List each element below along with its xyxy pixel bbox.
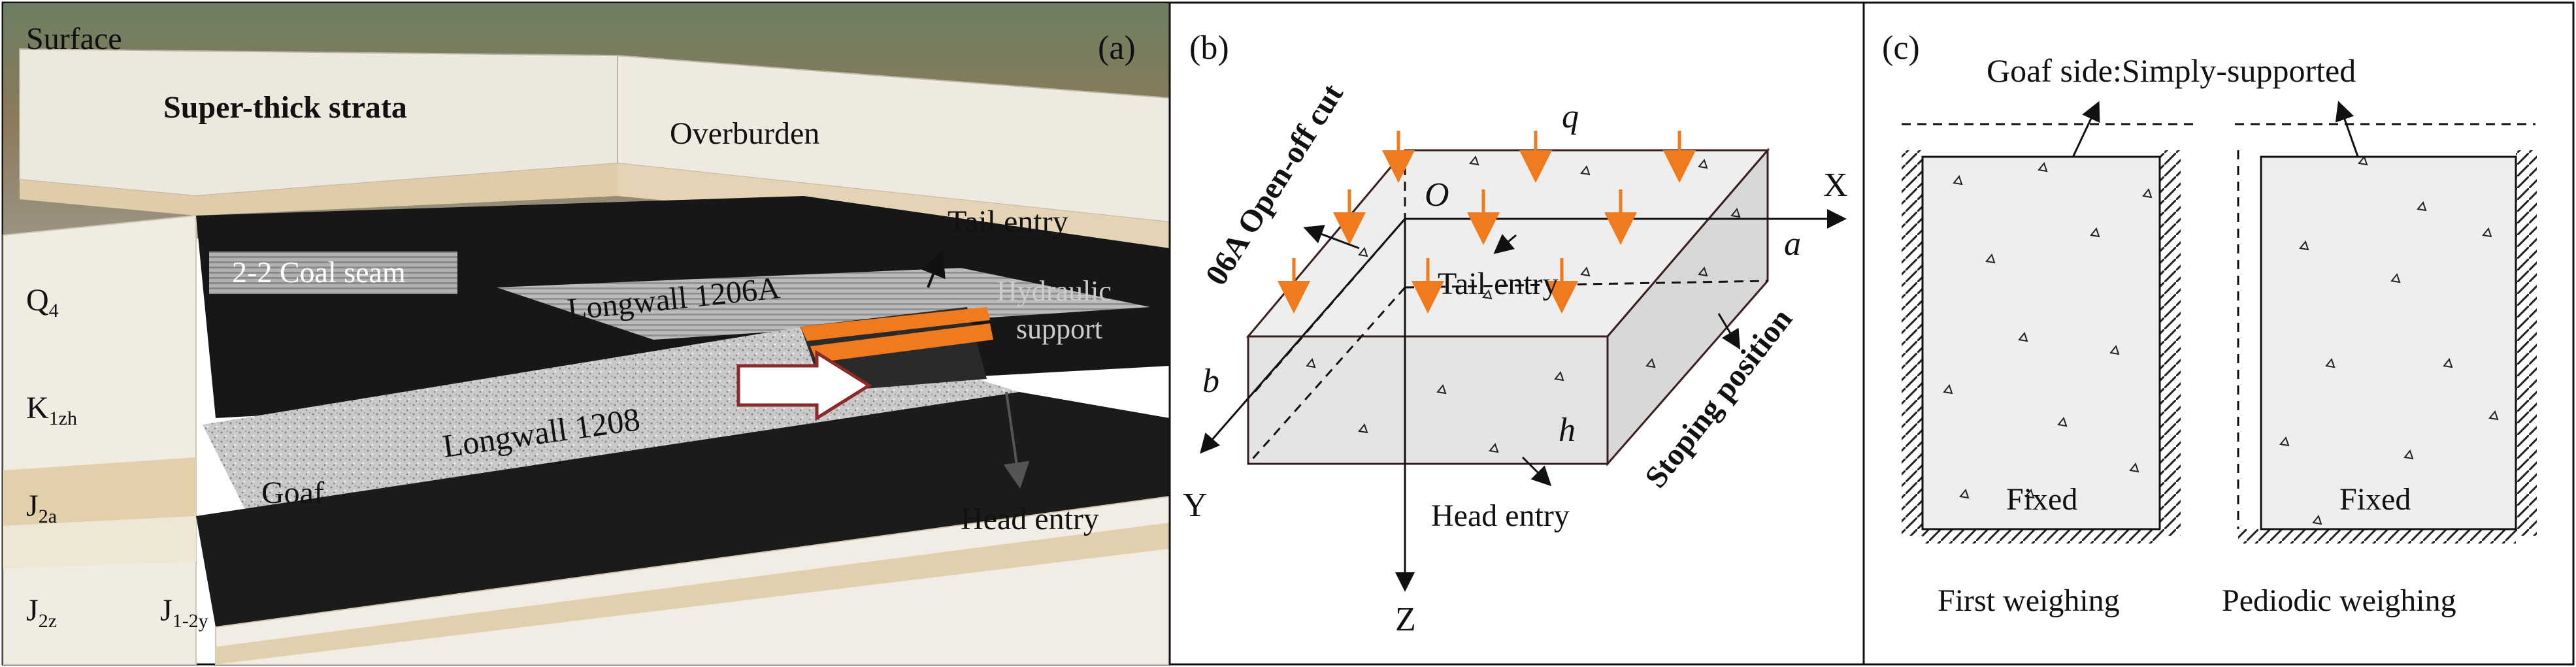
aggregate-marks: [1306, 155, 1741, 453]
hidden-edge-diagonal: [1247, 287, 1406, 464]
label-overburden: Overburden: [670, 116, 819, 151]
panel-c: (c) Goaf side:Simply-supported: [1862, 1, 2575, 666]
panel-a: Surface (a) Super-thick strata Overburde…: [1, 1, 1171, 666]
label-head-entry: Head entry: [961, 502, 1099, 536]
label-h: h: [1559, 412, 1576, 449]
label-tail-entry-b: Tail entry: [1438, 267, 1559, 301]
label-j12y: J1-2y: [160, 593, 208, 632]
block-front-face: [1247, 335, 1609, 465]
open-off-cut-pointer: [1303, 225, 1360, 250]
head-entry-pointer: [1003, 391, 1030, 489]
label-fixed-left: Fixed: [2006, 482, 2077, 517]
super-thick-band: [20, 163, 618, 216]
head-entry-pointer-b: [1521, 456, 1552, 487]
panel-c-label: (c): [1882, 29, 1920, 67]
goaf-arrow-left: [2070, 101, 2100, 161]
j2a-band: [3, 457, 196, 526]
hydraulic-support-orange: [801, 307, 990, 341]
plate-periodic-weighing: [2260, 155, 2517, 530]
label-j2a: J2a: [26, 489, 57, 527]
load-arrows: [1278, 131, 1696, 314]
coal-seam-label-box: [209, 252, 457, 294]
stoping-pointer: [1717, 313, 1741, 350]
label-goaf-side: Goaf side:Simply-supported: [1987, 52, 2356, 89]
label-q4: Q4: [26, 283, 59, 321]
label-first-weighing: First weighing: [1938, 583, 2120, 618]
fixed-hatch-right-2: [2516, 150, 2537, 536]
hydraulic-support-orange-2: [810, 323, 993, 363]
label-z: Z: [1395, 601, 1416, 638]
label-a: a: [1784, 225, 1801, 263]
panel-b: (b): [1168, 1, 1865, 666]
label-super-thick: Super-thick strata: [163, 90, 407, 125]
j2z-band: [3, 516, 196, 568]
label-x: X: [1823, 167, 1848, 204]
label-q: q: [1562, 98, 1579, 135]
hidden-edge-horizontal: [1404, 280, 1768, 289]
label-hydraulic-1: Hydraulic: [997, 275, 1112, 307]
goaf-arrow-right: [2335, 101, 2360, 161]
label-b: b: [1202, 363, 1219, 400]
label-periodic-weighing: Pediodic weighing: [2222, 583, 2456, 618]
label-hydraulic-2: support: [1016, 313, 1102, 345]
label-surface: Surface: [26, 22, 122, 56]
lower-coal-seam: [196, 392, 1170, 627]
label-head-entry-b: Head entry: [1431, 498, 1570, 533]
panel-a-label: (a): [1098, 29, 1136, 67]
label-y: Y: [1183, 487, 1208, 524]
fixed-hatch-bottom-2: [2238, 529, 2516, 544]
fixed-hatch-left-1: [1902, 150, 1923, 536]
tail-entry-pointer-b: [1493, 234, 1517, 254]
fixed-hatch-bottom-1: [1923, 529, 2160, 544]
overburden-band: [618, 163, 1170, 248]
panel-b-label: (b): [1189, 29, 1229, 67]
tail-entry-pointer: [921, 250, 946, 288]
label-k1zh: K1zh: [26, 391, 77, 429]
longwall-1206a-strip: [497, 268, 1150, 340]
plate-aggregate-marks: [1943, 155, 2499, 525]
bottom-band: [216, 523, 1170, 664]
plate-first-weighing: [1921, 155, 2161, 530]
label-o: O: [1425, 176, 1449, 214]
label-tail-entry: Tail entry: [948, 204, 1068, 239]
label-goaf: Goaf: [261, 476, 324, 510]
fixed-hatch-right-1: [2160, 150, 2181, 536]
y-axis: [1200, 218, 1406, 454]
label-j2z: J2z: [26, 593, 57, 632]
stoping-direction-arrow: [736, 350, 872, 421]
label-fixed-right: Fixed: [2339, 482, 2411, 517]
label-coal-seam: 2-2 Coal seam: [232, 255, 406, 289]
